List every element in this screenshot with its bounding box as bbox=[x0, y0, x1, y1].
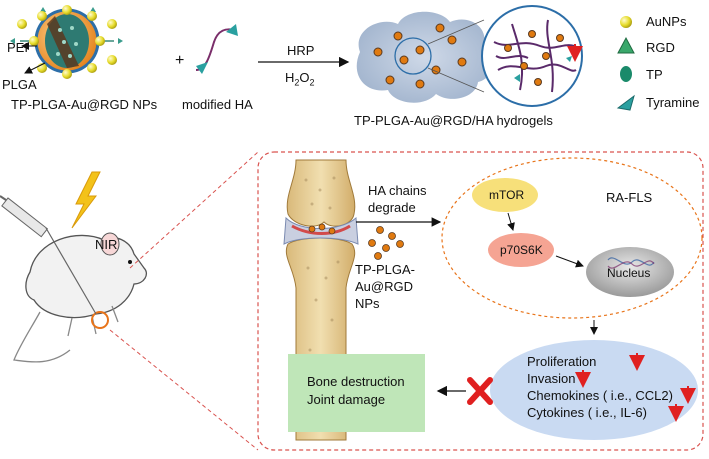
legend-icons bbox=[616, 16, 635, 111]
legend-tp-label: TP bbox=[646, 67, 663, 82]
hrp-label: HRP bbox=[287, 43, 315, 58]
hydrogel-zoom-circle bbox=[481, 5, 583, 107]
legend-tyramine-label: Tyramine bbox=[646, 95, 700, 110]
nucleus-label: Nucleus bbox=[607, 266, 651, 280]
p70-to-nucleus-arrow bbox=[555, 255, 584, 268]
plus-sign: + bbox=[175, 52, 185, 69]
pei-label: PEI bbox=[7, 40, 28, 55]
dna-strand-icon bbox=[607, 260, 655, 269]
effects-ellipse bbox=[490, 340, 698, 440]
zoom-line-bottom bbox=[109, 329, 259, 451]
down-arrows bbox=[575, 353, 696, 422]
ha-chains-label: HA chains bbox=[368, 183, 427, 198]
outcome-line2-label: Joint damage bbox=[307, 392, 386, 407]
degrade-label: degrade bbox=[368, 200, 416, 215]
ra-fls-cell bbox=[441, 157, 703, 319]
h2o2-label: H2O2 bbox=[285, 70, 315, 88]
mtor-to-p70-arrow bbox=[507, 212, 515, 231]
mouse-illustration bbox=[0, 171, 148, 363]
legend-rgd-label: RGD bbox=[646, 40, 675, 55]
np-line1-label: TP-PLGA- bbox=[355, 262, 415, 277]
effect-cytokines: Cytokines ( i.e., IL-6) bbox=[527, 405, 647, 420]
hydrogel-name-label: TP-PLGA-Au@RGD/HA hydrogels bbox=[354, 113, 553, 128]
plga-label: PLGA bbox=[2, 77, 37, 92]
block-x-icon bbox=[467, 377, 493, 405]
mtor-label: mTOR bbox=[489, 188, 525, 202]
nir-label: NIR bbox=[95, 237, 118, 252]
np-name-label: TP-PLGA-Au@RGD NPs bbox=[11, 97, 158, 112]
p70s6k-label: p70S6K bbox=[500, 243, 543, 257]
np-cluster bbox=[368, 226, 404, 260]
ra-fls-label: RA-FLS bbox=[606, 190, 653, 205]
outcome-box bbox=[288, 354, 425, 432]
outcome-line1-label: Bone destruction bbox=[307, 374, 405, 389]
hydrogel-cloud bbox=[356, 11, 495, 103]
mtor-node bbox=[472, 178, 538, 212]
modified-ha-illustration bbox=[195, 24, 238, 74]
legend-aunps-label: AuNPs bbox=[646, 14, 687, 29]
p70s6k-node bbox=[488, 233, 554, 267]
effect-proliferation: Proliferation bbox=[527, 354, 597, 369]
modified-ha-label: modified HA bbox=[182, 97, 253, 112]
effect-chemokines: Chemokines ( i.e., CCL2) bbox=[527, 388, 673, 403]
np-line2-label: Au@RGD bbox=[355, 279, 413, 294]
effect-invasion: Invasion bbox=[527, 371, 576, 386]
nanoparticle-illustration bbox=[10, 5, 123, 79]
zoom-line-top bbox=[129, 151, 259, 269]
np-line3-label: NPs bbox=[355, 296, 380, 311]
detail-panel bbox=[257, 151, 704, 451]
dna-icon bbox=[607, 257, 655, 266]
